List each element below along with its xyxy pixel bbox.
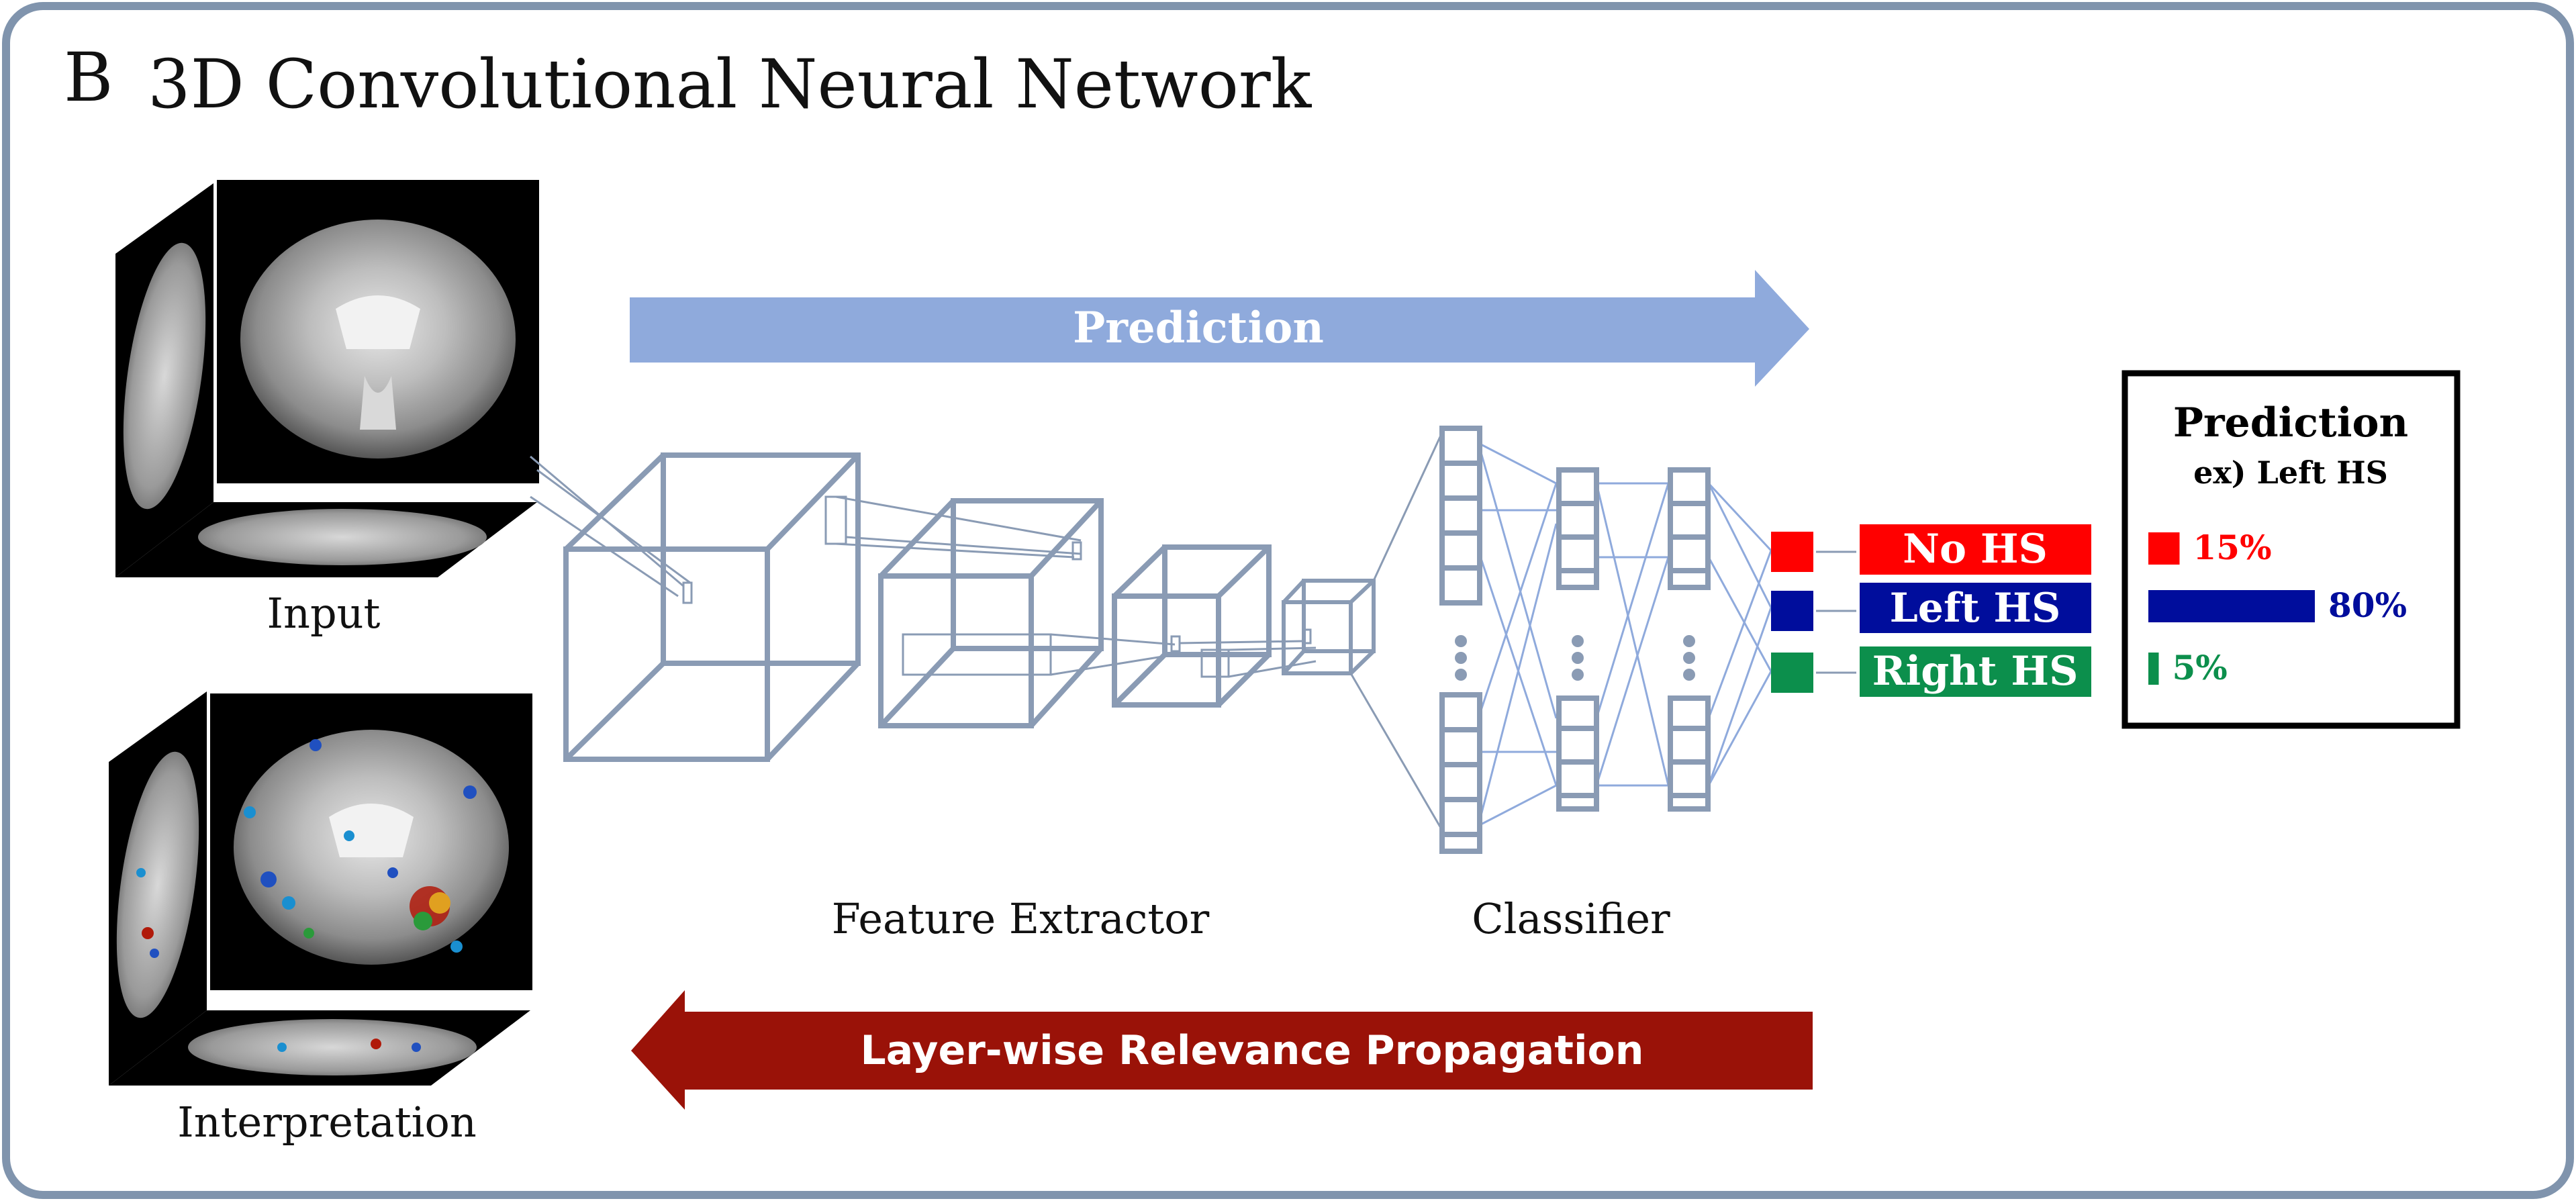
classifier (1439, 426, 1772, 854)
output-label-left-hs: Left HS (1890, 585, 2061, 632)
classifier-column-3 (1668, 467, 1711, 812)
prediction-arrow (630, 270, 1809, 387)
feature-extractor-label: Feature Extractor (832, 894, 1210, 943)
feature-cube-1 (563, 452, 861, 762)
output-label-right-hs: Right HS (1872, 648, 2079, 695)
output-label-no-hs: No HS (1903, 526, 2048, 573)
feature-cube-2 (878, 498, 1104, 728)
interpretation-brain-cube (109, 691, 532, 1086)
prediction-bar-left-hs (2148, 590, 2315, 622)
feature-cube-4 (1282, 579, 1376, 675)
prediction-percent-no-hs: 15% (2193, 528, 2272, 567)
classifier-column-1 (1439, 426, 1482, 854)
prediction-bar-right-hs (2148, 653, 2159, 685)
classifier-column-2 (1556, 467, 1599, 812)
output-label-box-right-hs (1860, 646, 2091, 697)
input-brain-cube (115, 180, 539, 577)
feature-extractor (530, 429, 1445, 833)
classifier-connections (1477, 442, 1772, 827)
output-left-hs: Left HS (1771, 583, 2091, 633)
prediction-box: Prediction ex) Left HS 15% 80% 5% (2121, 370, 2461, 729)
output-right-hs: Right HS (1771, 646, 2091, 697)
prediction-percent-left-hs: 80% (2328, 585, 2407, 625)
input-label: Input (267, 589, 381, 638)
output-nodes: No HS Left HS Right HS (1771, 524, 2091, 697)
output-node-left-hs (1771, 591, 1813, 631)
panel-title: 3D Convolutional Neural Network (148, 45, 1313, 124)
cube1-cube2-connectors (824, 495, 1176, 676)
output-no-hs: No HS (1771, 524, 2091, 575)
prediction-percent-right-hs: 5% (2173, 648, 2228, 687)
prediction-box-title: Prediction (2173, 399, 2408, 446)
prediction-arrow-label: Prediction (1073, 303, 1324, 353)
output-label-box-no-hs (1860, 524, 2091, 575)
prediction-bar-no-hs (2148, 532, 2180, 565)
panel-letter: B (64, 38, 113, 117)
prediction-box-subtitle: ex) Left HS (2193, 454, 2388, 491)
output-node-right-hs (1771, 653, 1813, 693)
cube4-classifier-connectors (1349, 429, 1445, 833)
lrp-arrow-label: Layer-wise Relevance Propagation (861, 1027, 1644, 1074)
relevance-heatmap (136, 739, 477, 1052)
interpretation-label: Interpretation (177, 1098, 477, 1147)
output-node-no-hs (1771, 532, 1813, 572)
lrp-arrow (631, 990, 1813, 1110)
prediction-bars: 15% 80% 5% (2148, 528, 2407, 687)
classifier-label: Classifier (1472, 894, 1670, 943)
output-label-box-left-hs (1860, 583, 2091, 633)
classifier-ellipsis (1455, 635, 1695, 681)
